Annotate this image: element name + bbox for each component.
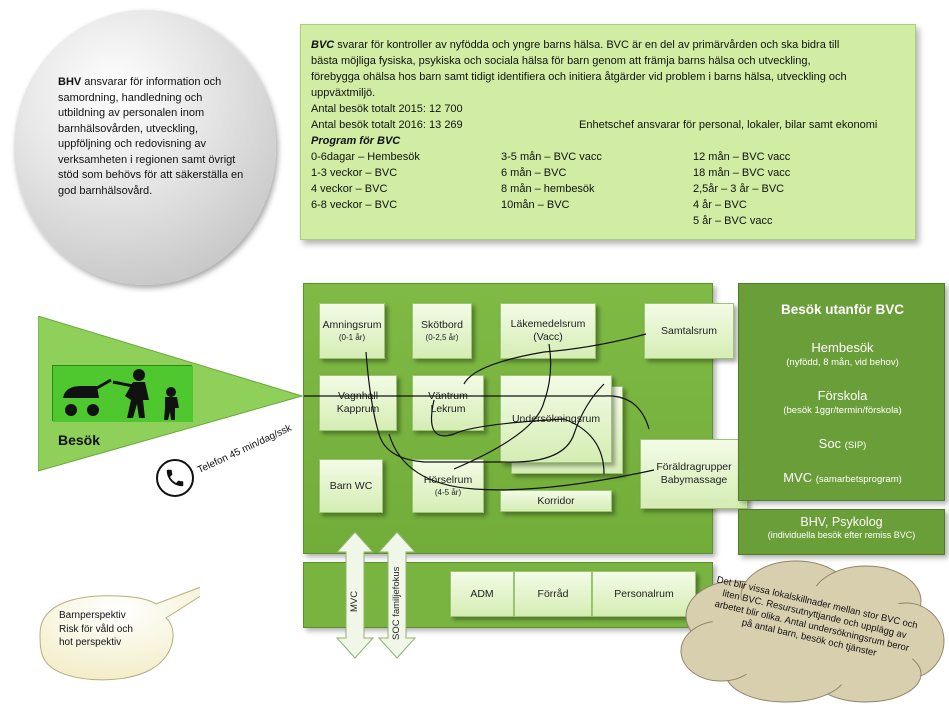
bhv-info-circle — [14, 10, 276, 285]
mvc-soc-arrows — [335, 531, 417, 659]
personalrum-label: Personalrum — [614, 587, 674, 600]
room-vantrum-lekrum: Väntrum Lekrum — [412, 375, 484, 431]
horselrum-label: Hörselrum — [423, 474, 473, 486]
room-adm: ADM — [450, 571, 514, 617]
samtalsrum-label: Samtalsrum — [660, 324, 717, 337]
program-item: 12 mån – BVC vacc — [693, 151, 791, 163]
kapprum-label: Kapprum — [336, 403, 380, 415]
program-item: 18 mån – BVC vacc — [693, 167, 791, 179]
phone-icon — [156, 459, 194, 497]
bhv-psykolog-panel: BHV, Psykolog (individuella besök efter … — [738, 509, 945, 555]
forskola-label: Förskola — [817, 388, 868, 403]
bvc-strong: BVC — [311, 39, 335, 51]
korridor-label: Korridor — [537, 494, 575, 507]
bvc-line-1-text: svarar för kontroller av nyfödda och yng… — [334, 39, 840, 51]
room-samtalsrum: Samtalsrum — [644, 303, 734, 359]
besok-label: Besök — [58, 432, 101, 448]
bvc-floor-plan: Amningsrum (0-1 år) Skötbord (0-2,5 år) … — [303, 283, 748, 554]
bvc-line-4: uppväxtmiljö. — [311, 87, 376, 99]
enhetschef-note: Enhetschef ansvarar för personal, lokale… — [579, 119, 878, 131]
bvc-line-3: förebygga ohälsa hos barn samt tidigt id… — [311, 71, 847, 83]
room-lakemedelsrum: Läkemedelsrum (Vacc) — [500, 303, 596, 359]
lakemedelsrum-sub: (Vacc) — [533, 331, 563, 343]
bubble-line-3: hot perspektiv — [59, 637, 122, 648]
lekrum-label: Lekrum — [430, 403, 466, 415]
room-skotbord: Skötbord (0-2,5 år) — [412, 303, 472, 359]
program-item: 8 mån – hembesök — [501, 183, 595, 195]
movement-paths — [304, 333, 655, 491]
bubble-text: Barnperspektiv Risk för våld och hot per… — [59, 609, 179, 650]
skotbord-label: Skötbord — [420, 319, 464, 331]
outside-title: Besök utanför BVC — [780, 302, 905, 317]
program-item: 3-5 mån – BVC vacc — [501, 151, 602, 163]
family-stroller-icon — [52, 365, 193, 422]
hembesok-label: Hembesök — [811, 340, 874, 355]
soc-arrow-label: SOC familjefokus — [391, 566, 402, 640]
adm-label: ADM — [470, 587, 494, 600]
amningsrum-sub: (0-1 år) — [338, 333, 366, 342]
forrad-label: Förråd — [537, 587, 569, 600]
besok-utanfor-bvc-panel: Besök utanför BVC Hembesök (nyfödd, 8 må… — [738, 283, 945, 501]
room-personalrum: Personalrum — [592, 571, 696, 617]
horselrum-sub: (4-5 år) — [434, 488, 462, 497]
program-item: 0-6dagar – Hembesök — [311, 151, 420, 163]
room-forrad: Förråd — [514, 571, 592, 617]
amningsrum-label: Amningsrum — [322, 319, 382, 331]
soc-sub: (SIP) — [844, 440, 867, 451]
hembesok-sub: (nyfödd, 8 mån, vid behov) — [786, 357, 899, 368]
visits-2015: Antal besök totalt 2015: 12 700 — [311, 103, 463, 115]
bhv-psykolog-sub: (individuella besök efter remiss BVC) — [767, 530, 916, 540]
bhv-psykolog-title: BHV, Psykolog — [800, 515, 883, 529]
room-foraldragrupper: Föräldragrupper Babymassage — [640, 439, 748, 509]
mvc-arrow-label: MVC — [349, 590, 360, 612]
forskola-sub: (besök 1ggr/termin/förskola) — [783, 405, 902, 416]
room-horselrum: Hörselrum (4-5 år) — [412, 459, 484, 513]
soc-text: Soc — [818, 436, 842, 451]
program-item: 2,5år – 3 år – BVC — [693, 183, 785, 195]
visits-2016: Antal besök totalt 2016: 13 269 — [311, 119, 463, 131]
bubble-line-2: Risk för våld och — [59, 623, 133, 635]
program-item: 10mån – BVC — [501, 199, 570, 211]
bvc-info-box: BVC svarar för kontroller av nyfödda och… — [300, 24, 916, 240]
room-korridor: Korridor — [500, 490, 612, 512]
mvc-label: MVC (samarbetsprogram) — [739, 470, 946, 485]
soc-label: Soc (SIP) — [739, 436, 946, 451]
program-item: 5 år – BVC vacc — [693, 215, 773, 227]
lakemedelsrum-label: Läkemedelsrum — [510, 318, 586, 330]
bhv-description: BHV ansvarar för information och samordn… — [58, 75, 248, 199]
lokal-cloud — [680, 560, 945, 703]
skotbord-sub: (0-2,5 år) — [425, 333, 459, 342]
bubble-line-1: Barnperspektiv — [59, 610, 126, 621]
bvc-line-2: bästa möjliga fysiska, psykiska och soci… — [311, 55, 811, 67]
program-title: Program för BVC — [311, 135, 401, 147]
mvc-sub: (samarbetsprogram) — [815, 474, 902, 485]
bvc-line-1: BVC svarar för kontroller av nyfödda och… — [311, 39, 839, 51]
bhv-text: ansvarar för information och samordning,… — [58, 76, 244, 197]
barnperspektiv-bubble — [39, 586, 200, 681]
program-item: 6-8 veckor – BVC — [311, 199, 398, 211]
program-item: 4 år – BVC — [693, 199, 747, 211]
bhv-strong: BHV — [58, 76, 82, 88]
foraldragrupper-label: Föräldragrupper — [656, 461, 732, 473]
barn-wc-label: Barn WC — [329, 479, 373, 492]
mvc-text: MVC — [783, 470, 813, 485]
room-barn-wc: Barn WC — [319, 459, 383, 513]
program-item: 6 mån – BVC — [501, 167, 567, 179]
room-amningsrum: Amningsrum (0-1 år) — [319, 303, 385, 359]
program-item: 4 veckor – BVC — [311, 183, 388, 195]
babymassage-label: Babymassage — [660, 474, 728, 486]
program-item: 1-3 veckor – BVC — [311, 167, 398, 179]
bvc-bottom-strip: ADM Förråd Personalrum — [303, 562, 713, 628]
